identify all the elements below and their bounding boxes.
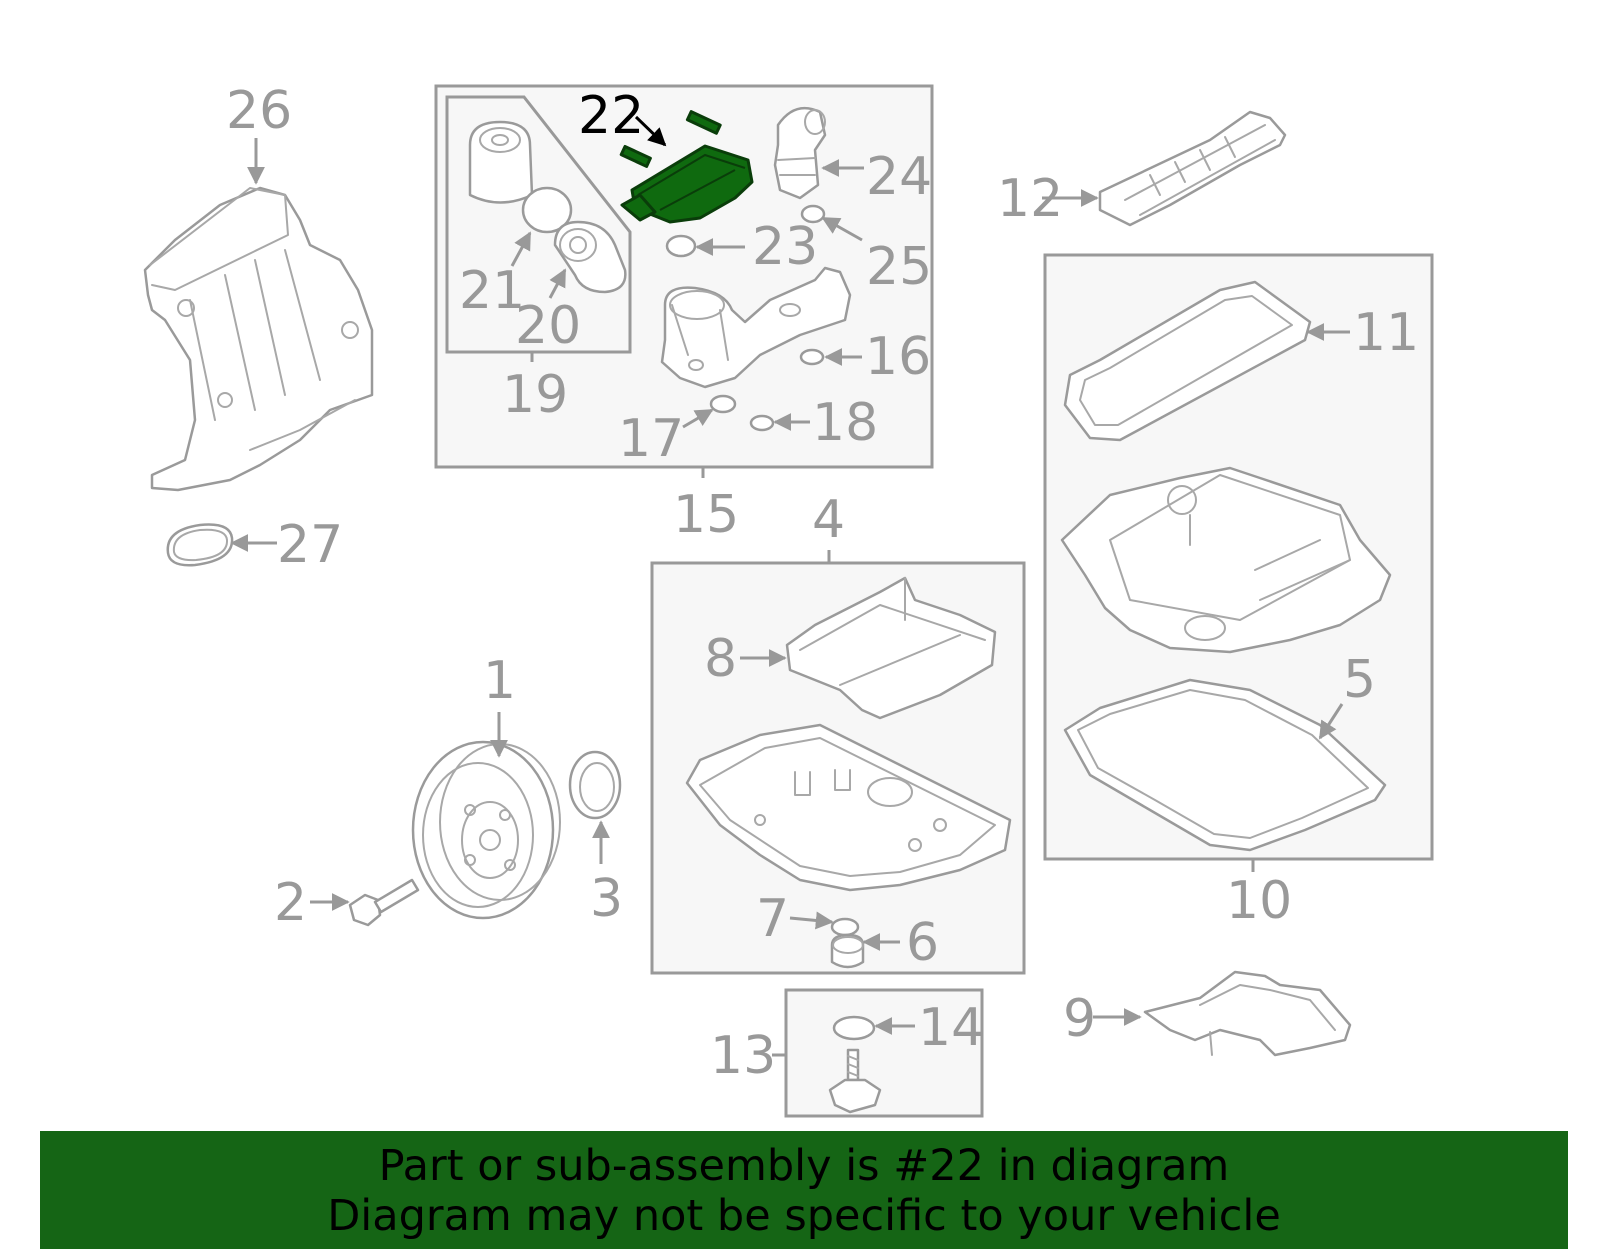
part-2-bolt: [348, 878, 420, 927]
callout-19[interactable]: 19: [502, 365, 568, 425]
info-banner: Part or sub-assembly is #22 in diagram D…: [40, 1131, 1568, 1249]
callout-2[interactable]: 2: [274, 873, 307, 933]
callout-17[interactable]: 17: [618, 409, 684, 469]
part-10-oil-pan: [1060, 466, 1392, 654]
part-24-valve: [773, 106, 827, 200]
group-box-13: [784, 988, 984, 1118]
callout-11[interactable]: 11: [1353, 303, 1419, 363]
callout-6[interactable]: 6: [906, 913, 939, 973]
part-9-shield: [1143, 970, 1352, 1057]
callout-27[interactable]: 27: [277, 515, 343, 575]
callout-14[interactable]: 14: [918, 998, 984, 1058]
callout-15[interactable]: 15: [673, 485, 739, 545]
part-12-cover: [1098, 110, 1287, 227]
part-19-filter-cap: [468, 120, 534, 204]
part-18-o-ring: [749, 414, 775, 432]
callout-25[interactable]: 25: [866, 237, 932, 297]
callout-21[interactable]: 21: [459, 261, 525, 321]
callout-23[interactable]: 23: [752, 217, 818, 277]
part-27-gasket: [166, 523, 234, 567]
part-4-oil-pan: [685, 723, 1012, 892]
banner-line-disclaimer: Diagram may not be specific to your vehi…: [327, 1191, 1281, 1241]
part-3-seal: [568, 750, 622, 820]
callout-13[interactable]: 13: [710, 1026, 776, 1086]
part-23-o-ring: [665, 234, 697, 258]
part-26-intake-manifold: [143, 186, 374, 492]
part-11-gasket: [1063, 280, 1312, 442]
part-6-drain-plug: [830, 933, 865, 969]
callout-20[interactable]: 20: [515, 296, 581, 356]
callout-16[interactable]: 16: [865, 327, 931, 387]
callout-7[interactable]: 7: [756, 889, 789, 949]
leader-lines: [230, 115, 1350, 1057]
part-16-o-ring: [799, 348, 825, 366]
callout-12[interactable]: 12: [997, 169, 1063, 229]
part-22-oil-cooler: [619, 110, 754, 224]
part-14-o-ring: [832, 1015, 876, 1041]
part-20-filter-element: [553, 220, 627, 294]
callout-1[interactable]: 1: [483, 651, 516, 711]
part-13-plug: [828, 1048, 882, 1114]
callout-4[interactable]: 4: [812, 490, 845, 550]
part-1-pulley: [411, 740, 561, 920]
callout-labels: 26 27 22 24 23 25 21 20 19 16 17 18 15 1…: [226, 81, 1419, 1086]
callout-10[interactable]: 10: [1226, 871, 1292, 931]
banner-line-part: Part or sub-assembly is #22 in diagram: [378, 1141, 1230, 1191]
part-5-gasket: [1063, 678, 1387, 852]
part-25-o-ring: [800, 204, 826, 224]
part-8-baffle: [785, 576, 997, 720]
part-21-o-ring: [521, 186, 573, 234]
callout-24[interactable]: 24: [866, 147, 932, 207]
callout-5[interactable]: 5: [1343, 650, 1376, 710]
callout-8[interactable]: 8: [704, 629, 737, 689]
callout-3[interactable]: 3: [590, 869, 623, 929]
callout-22[interactable]: 22: [578, 86, 644, 146]
callout-9[interactable]: 9: [1063, 989, 1096, 1049]
callout-26[interactable]: 26: [226, 81, 292, 141]
part-17-o-ring: [709, 394, 737, 414]
part-7-o-ring: [830, 917, 860, 937]
part-15-filter-housing: [660, 266, 852, 389]
callout-18[interactable]: 18: [812, 393, 878, 453]
